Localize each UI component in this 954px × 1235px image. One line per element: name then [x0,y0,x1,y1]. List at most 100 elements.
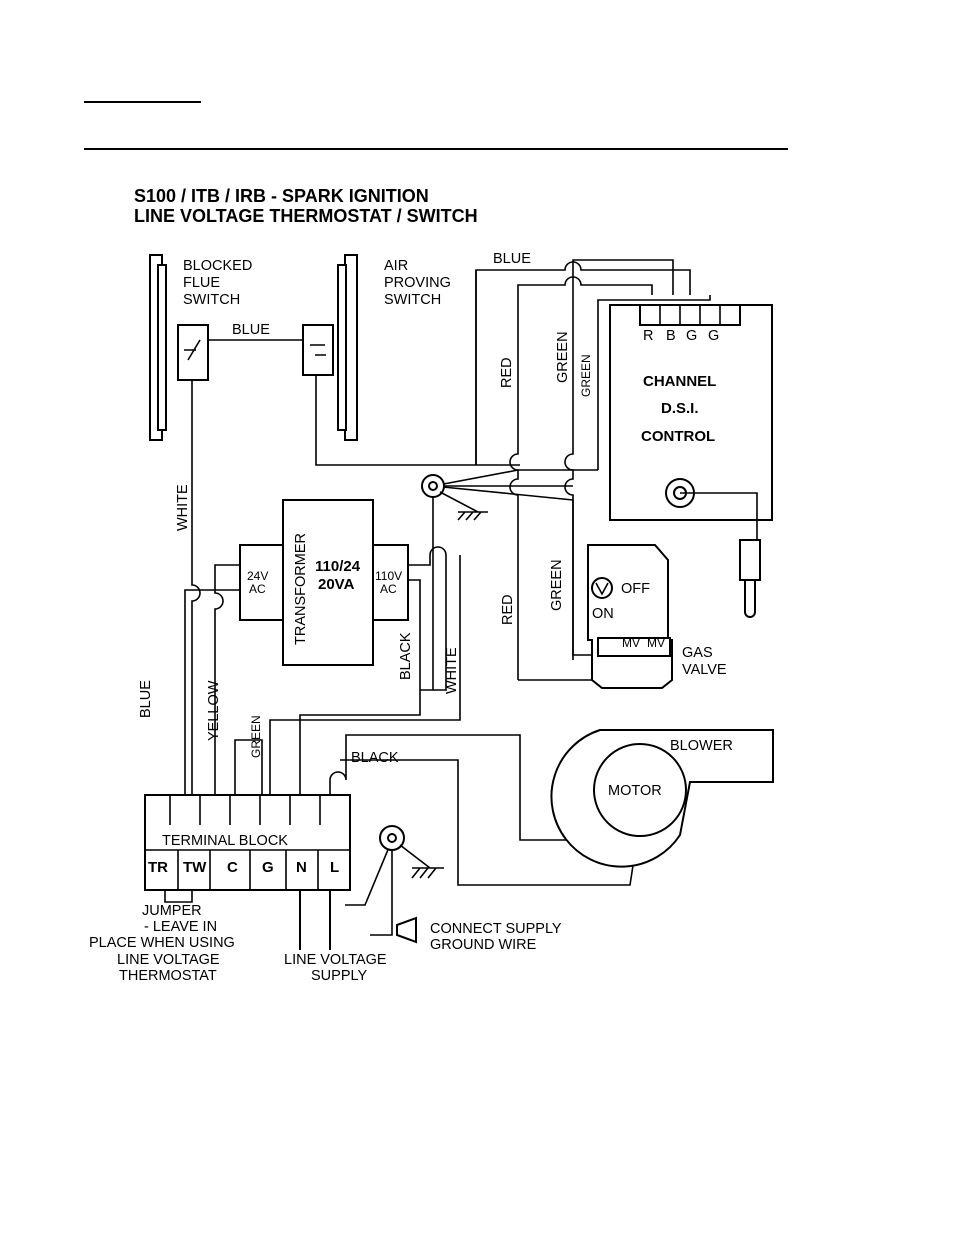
gas-valve-label-2: VALVE [682,662,727,678]
gas-valve-mv1: MV [622,636,640,650]
dsi-terminal-dividers [659,305,721,325]
air-proving-switch: AIR PROVING SWITCH [302,254,451,441]
dsi-label-3: CONTROL [641,428,715,445]
gas-valve-knob [591,577,613,599]
spark-electrode-body [739,539,761,581]
air-switch-label-2: PROVING [384,275,451,291]
label-yellow: YELLOW [206,680,222,741]
gas-valve-label-1: GAS [682,645,713,661]
wire-green-tb [234,739,263,795]
spark-lead [680,492,758,540]
label-green-lower: GREEN [549,559,565,611]
jumper-note-4: LINE VOLTAGE [117,952,220,968]
wire-ground-fan-3 [432,485,574,501]
transformer-core [282,499,374,666]
flue-switch-plate [157,264,167,431]
ground-post-upper [421,474,488,521]
flue-switch-label-2: FLUE [183,275,220,291]
terminal-block: TERMINAL BLOCK TR TW C G N L [144,794,351,903]
ground-note-2: GROUND WIRE [430,937,537,953]
jumper-wire [164,890,193,903]
label-red-lower: RED [500,594,516,625]
dsi-terminal-strip [639,304,741,326]
transformer-label: TRANSFORMER [293,533,309,645]
gas-valve-terminals [597,637,671,657]
dsi-terminal-g1: G [686,328,697,344]
label-blue-lower: BLUE [138,680,154,718]
blower-label: BLOWER [670,738,733,754]
wires [184,259,711,950]
wire-white-to-tb [269,555,461,795]
jumper-note-5: THERMOSTAT [119,968,217,984]
ground-symbol-upper [439,491,488,521]
air-switch-plate [337,264,347,431]
wire-black-trans [408,579,421,700]
terminal-n: N [296,859,307,876]
wire-white-blue-left [191,360,201,795]
transformer-high-2: AC [380,582,397,596]
transformer-rating-2: 20VA [318,576,355,593]
wire-supply-ground [370,840,393,936]
terminal-l: L [330,859,339,876]
wire-yellow [214,564,240,795]
gas-valve-knob-pointer [595,582,609,596]
wire-ground-fan-1 [432,469,598,487]
dsi-control: R B G G CHANNEL D.S.I. CONTROL [609,304,773,618]
flue-switch-contact-icon [184,339,201,361]
jumper-note-2: - LEAVE IN [144,919,217,935]
gas-valve: OFF ON MV MV GAS VALVE [587,544,727,689]
dsi-label-2: D.S.I. [661,400,699,417]
flue-switch-label-1: BLOCKED [183,258,252,274]
air-switch-contact-box [302,324,334,376]
motor-circle [593,743,687,837]
diagram-title-line2: LINE VOLTAGE THERMOSTAT / SWITCH [134,206,478,226]
transformer-rating-1: 110/24 [315,558,361,575]
transformer-high-1: 110V [375,569,402,583]
jumper-note-1: JUMPER [142,903,202,919]
blocked-flue-switch: BLOCKED FLUE SWITCH [149,254,252,441]
wire-tb-ground [345,839,393,906]
header-rule-long [84,148,788,150]
supply-note-2: SUPPLY [311,968,367,984]
terminal-tw: TW [183,859,207,876]
wire-air-proving-return [315,355,520,466]
terminal-tr: TR [148,859,168,876]
gas-valve-mv2: MV [647,636,665,650]
gas-valve-off: OFF [621,581,650,597]
ground-post-lower [379,825,444,944]
supply-note-1: LINE VOLTAGE [284,952,387,968]
wire-green-upper-2 [597,295,711,470]
wire-nut-icon [396,916,417,944]
jumper-note-3: PLACE WHEN USING [89,935,235,951]
label-blue-top: BLUE [493,251,531,267]
transformer: TRANSFORMER 110/24 20VA 24V AC 110V AC [239,499,409,666]
notes: JUMPER - LEAVE IN PLACE WHEN USING LINE … [89,903,562,984]
ground-note-1: CONNECT SUPPLY [430,921,562,937]
transformer-low-2: AC [249,582,266,596]
label-white-left: WHITE [175,484,191,531]
label-green-upper-2: GREEN [579,354,593,397]
air-switch-label-1: AIR [384,258,408,274]
wire-labels: BLUE BLUE WHITE RED GREEN GREEN GREEN RE… [138,251,593,766]
transformer-high-side [372,544,409,621]
air-switch-contact-icon [310,344,326,356]
label-black-motor: BLACK [351,750,399,766]
terminal-g: G [262,859,274,876]
label-red-upper: RED [499,357,515,388]
label-white-trans: WHITE [444,647,460,694]
dsi-terminal-g2: G [708,328,719,344]
terminal-block-body [144,794,351,891]
flue-switch-label-3: SWITCH [183,292,240,308]
label-green-upper-1: GREEN [555,331,571,383]
terminal-block-bottom-slots [177,850,319,890]
terminal-block-label: TERMINAL BLOCK [162,833,288,849]
dsi-terminal-r: R [643,328,653,344]
diagram-title-line1: S100 / ITB / IRB - SPARK IGNITION [134,186,429,206]
dsi-terminal-b: B [666,328,676,344]
terminal-block-top-slots [169,795,321,825]
wire-black-to-n [299,700,421,795]
header-rule-short [84,101,201,103]
transformer-low-side [239,544,284,621]
gas-valve-on: ON [592,606,614,622]
transformer-low-1: 24V [247,569,268,583]
